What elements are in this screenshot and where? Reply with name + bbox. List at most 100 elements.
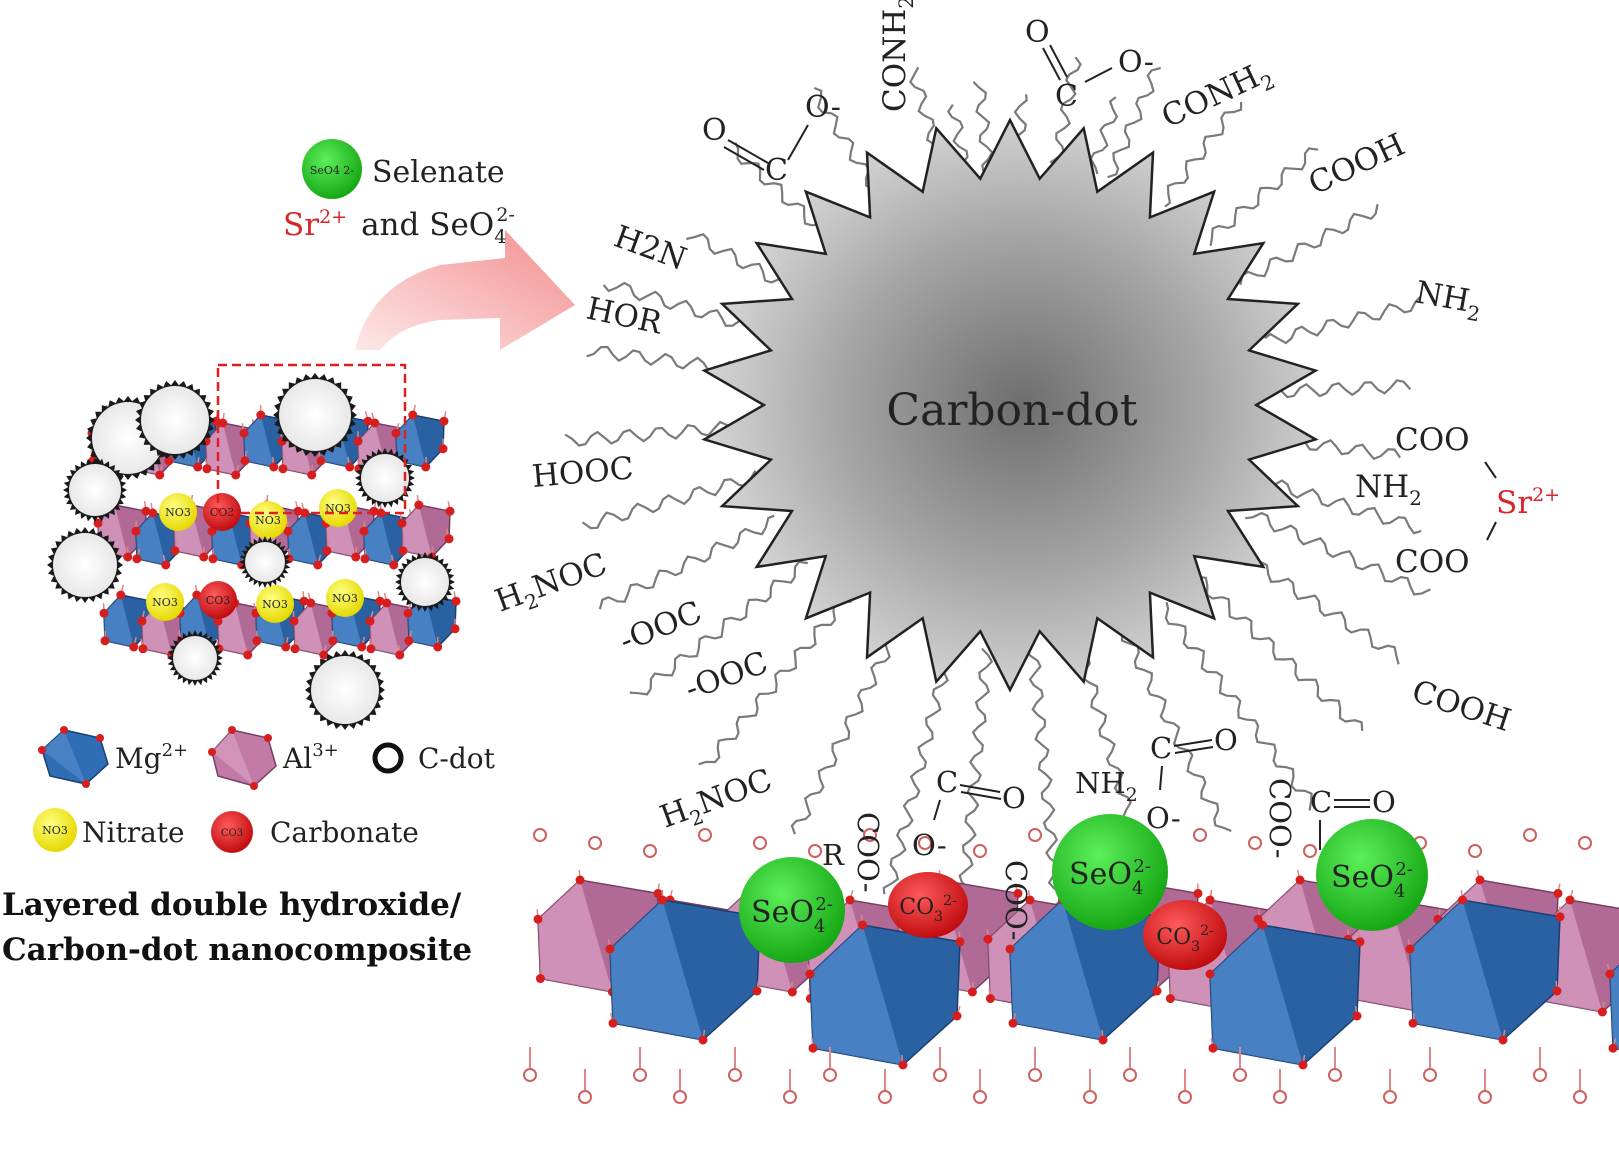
oxygen-atom bbox=[366, 617, 375, 626]
oxygen-atom bbox=[1406, 945, 1415, 954]
oxygen-atom bbox=[170, 546, 179, 555]
oxygen-atom bbox=[1353, 1012, 1362, 1021]
caption-line-1: Layered double hydroxide/ bbox=[2, 883, 461, 927]
oxygen-atom bbox=[788, 988, 797, 997]
oxygen-atom bbox=[1598, 1008, 1607, 1017]
oxygen-atom bbox=[1006, 945, 1015, 954]
surface-coo-a: COO- bbox=[851, 812, 885, 893]
oxygen-atom bbox=[129, 643, 138, 652]
surface-o1: O bbox=[1002, 781, 1026, 815]
svg-text:NO3: NO3 bbox=[332, 592, 358, 605]
carbonate-sphere-a: CO32- bbox=[888, 872, 968, 938]
oxygen-atom bbox=[1566, 896, 1575, 905]
oxygen-atom bbox=[395, 651, 404, 660]
svg-text:CO3: CO3 bbox=[221, 828, 243, 839]
group-nh2-right: NH2 bbox=[1412, 274, 1485, 326]
oxygen-atom bbox=[328, 636, 337, 645]
svg-text:Al3+: Al3+ bbox=[282, 740, 339, 775]
oxygen-atom bbox=[398, 546, 407, 555]
group-hooc: HOOC bbox=[531, 450, 635, 495]
surface-coo-b: COO- bbox=[999, 860, 1033, 941]
oxygen-atom bbox=[398, 519, 407, 528]
oxygen-atom bbox=[1554, 889, 1563, 898]
oxygen-atom bbox=[1609, 1044, 1618, 1053]
sr-label: Sr2+ bbox=[1496, 484, 1560, 521]
legend-al: Al3+ bbox=[208, 726, 339, 790]
oxygen-atom bbox=[445, 534, 454, 543]
chain bbox=[600, 516, 774, 610]
oxygen-atom bbox=[1194, 889, 1203, 898]
group-conh2-right: CONH2 bbox=[1156, 54, 1278, 140]
oxygen-atom bbox=[439, 444, 448, 453]
ldh-stack: NO3CO3NO3NO3NO3CO3NO3NO3 bbox=[47, 373, 461, 730]
carboxylate-top: O C O- bbox=[1025, 15, 1154, 114]
oxygen-atom bbox=[202, 464, 211, 473]
group-h2noc-bottom: H2NOC bbox=[655, 762, 778, 840]
svg-text:O-: O- bbox=[1118, 45, 1154, 80]
svg-text:O: O bbox=[702, 113, 727, 148]
svg-text:NO3: NO3 bbox=[255, 514, 281, 527]
group-hor: HOR bbox=[583, 291, 666, 342]
oxygen-atom bbox=[278, 464, 287, 473]
svg-text:Nitrate: Nitrate bbox=[82, 816, 185, 849]
oxygen-atom bbox=[1458, 896, 1467, 905]
legend-reactants: Sr2+and SeO42- bbox=[283, 204, 515, 248]
legend-cdot: C-dot bbox=[375, 742, 496, 775]
oxygen-atom bbox=[753, 987, 762, 996]
legend-nitrate: NO3 Nitrate bbox=[33, 808, 185, 852]
carboxylate-top-left: O C O- bbox=[702, 90, 841, 188]
oxygen-atom bbox=[606, 945, 615, 954]
surface-om1: O- bbox=[912, 828, 947, 862]
oxygen-atom bbox=[609, 1019, 618, 1028]
oxygen-atom bbox=[1553, 987, 1562, 996]
svg-text:O: O bbox=[1025, 15, 1050, 50]
selenate-label: Selenate bbox=[372, 155, 505, 190]
oxygen-atom bbox=[100, 609, 109, 618]
oxygen-atom bbox=[366, 644, 375, 653]
oxygen-atom bbox=[1209, 1044, 1218, 1053]
surface-coo-c: COO- bbox=[1263, 778, 1297, 859]
chain bbox=[1211, 148, 1319, 245]
oxygen-atom bbox=[899, 1061, 908, 1070]
oxygen-atom bbox=[953, 1012, 962, 1021]
chain bbox=[1091, 97, 1117, 174]
oxygen-atom bbox=[231, 471, 240, 480]
oxygen-atom bbox=[307, 471, 316, 480]
svg-text:O-: O- bbox=[805, 90, 841, 125]
svg-text:NO3: NO3 bbox=[152, 596, 178, 609]
oxygen-atom bbox=[360, 554, 369, 563]
selenate-sphere-c: SeO42- bbox=[1316, 819, 1428, 931]
oxygen-atom bbox=[354, 437, 363, 446]
surface-c3: C bbox=[1310, 785, 1332, 819]
oxygen-atom bbox=[1476, 876, 1485, 885]
oxygen-atom bbox=[534, 915, 543, 924]
oxygen-atom bbox=[408, 411, 417, 420]
oxygen-atom bbox=[404, 636, 413, 645]
svg-text:NO3: NO3 bbox=[42, 824, 68, 837]
oxygen-atom bbox=[536, 974, 545, 983]
oxygen-atom bbox=[116, 591, 125, 600]
oxygen-atom bbox=[269, 463, 278, 472]
group-coo-lower: COO bbox=[1395, 544, 1470, 580]
oxygen-atom bbox=[956, 937, 965, 946]
group-nh2-mid: NH2 bbox=[1355, 469, 1422, 510]
selenate-sphere-b: SeO42- bbox=[1052, 814, 1168, 930]
oxygen-atom bbox=[290, 617, 299, 626]
oxygen-atom bbox=[699, 1036, 708, 1045]
group-conh2-top: CONH2 bbox=[877, 0, 918, 112]
group-ooc-2: -OOC bbox=[680, 645, 772, 708]
surface-om2: O- bbox=[1146, 801, 1181, 835]
oxygen-atom bbox=[858, 921, 867, 930]
legend-mg: Mg2+ bbox=[38, 726, 188, 788]
group-h2n: H2N bbox=[609, 219, 691, 278]
oxygen-atom bbox=[316, 456, 325, 465]
oxygen-atom bbox=[1153, 987, 1162, 996]
oxygen-atom bbox=[1299, 1061, 1308, 1070]
oxygen-atom bbox=[1206, 970, 1215, 979]
oxygen-atom bbox=[433, 643, 442, 652]
surface-o2: O bbox=[1214, 723, 1238, 757]
oxygen-atom bbox=[389, 561, 398, 570]
oxygen-atom bbox=[809, 1044, 818, 1053]
oxygen-atom bbox=[138, 617, 147, 626]
